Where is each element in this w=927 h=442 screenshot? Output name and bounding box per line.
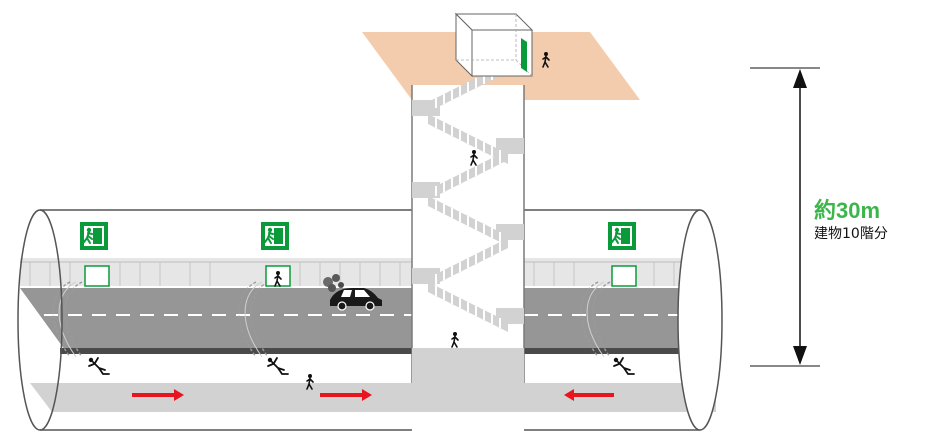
smoking-car-icon (323, 274, 382, 311)
surface-exit-building (454, 12, 534, 78)
evacuation-direction-arrow-icon (564, 389, 614, 401)
right-tunnel-section (524, 209, 723, 431)
right-road (524, 288, 716, 350)
depth-indicator: 約30m 建物10階分 (750, 67, 888, 367)
exit-door (521, 38, 527, 72)
evacuation-shaft (411, 61, 525, 383)
evacuation-direction-arrow-icon (320, 389, 372, 401)
emergency-exit-sign-icon (260, 221, 290, 251)
emergency-exit-sign-icon (79, 221, 109, 251)
left-tunnel-section (17, 209, 412, 431)
depth-label-main: 約30m (814, 198, 880, 223)
left-evacuation-passage (30, 383, 412, 412)
emergency-exit-sign-icon (607, 221, 637, 251)
evacuation-direction-arrow-icon (132, 389, 184, 401)
left-road (20, 288, 412, 350)
depth-label-sub: 建物10階分 (814, 226, 888, 242)
